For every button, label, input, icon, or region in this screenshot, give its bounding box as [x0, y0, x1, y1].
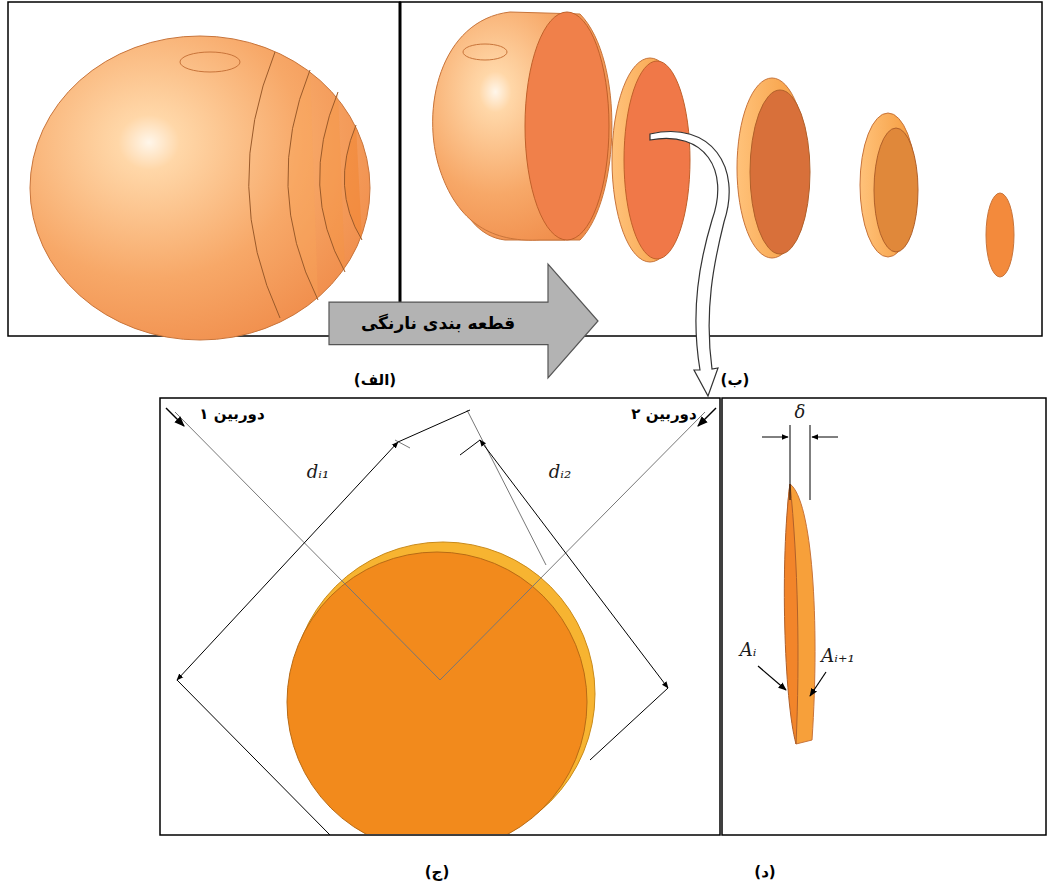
dimension-label: dᵢ₂: [549, 461, 571, 483]
camera-label: دوربین ۲: [631, 405, 696, 423]
segmentation-arrow: قطعه بندی نارنگی: [328, 262, 600, 380]
dimension-lines: [177, 410, 668, 835]
panel-letter: (ج): [425, 863, 450, 881]
face-label: Aᵢ₊₁: [821, 645, 854, 667]
thin-slice: [784, 484, 815, 744]
thickness-dimension: [762, 425, 838, 500]
panel-letter: (ب): [721, 371, 750, 389]
leader-lines: [758, 666, 826, 696]
dimension-label: dᵢ₁: [307, 461, 329, 483]
whole-tangerine: [30, 36, 370, 340]
arrow-label: قطعه بندی نارنگی: [361, 313, 515, 333]
camera-rays: [175, 410, 705, 680]
thickness-label: δ: [795, 401, 806, 423]
tangerine-slices: [433, 12, 1014, 277]
panel-frame: [722, 398, 1046, 835]
panel-letter: (د): [754, 863, 775, 881]
slice-disc: [287, 542, 595, 852]
face-label: Aᵢ: [740, 639, 757, 661]
camera-label: دوربین ۱: [199, 405, 264, 423]
zoom-arrow: [650, 132, 729, 396]
panel-divider: [399, 2, 402, 336]
panel-letter: (الف): [354, 371, 396, 389]
